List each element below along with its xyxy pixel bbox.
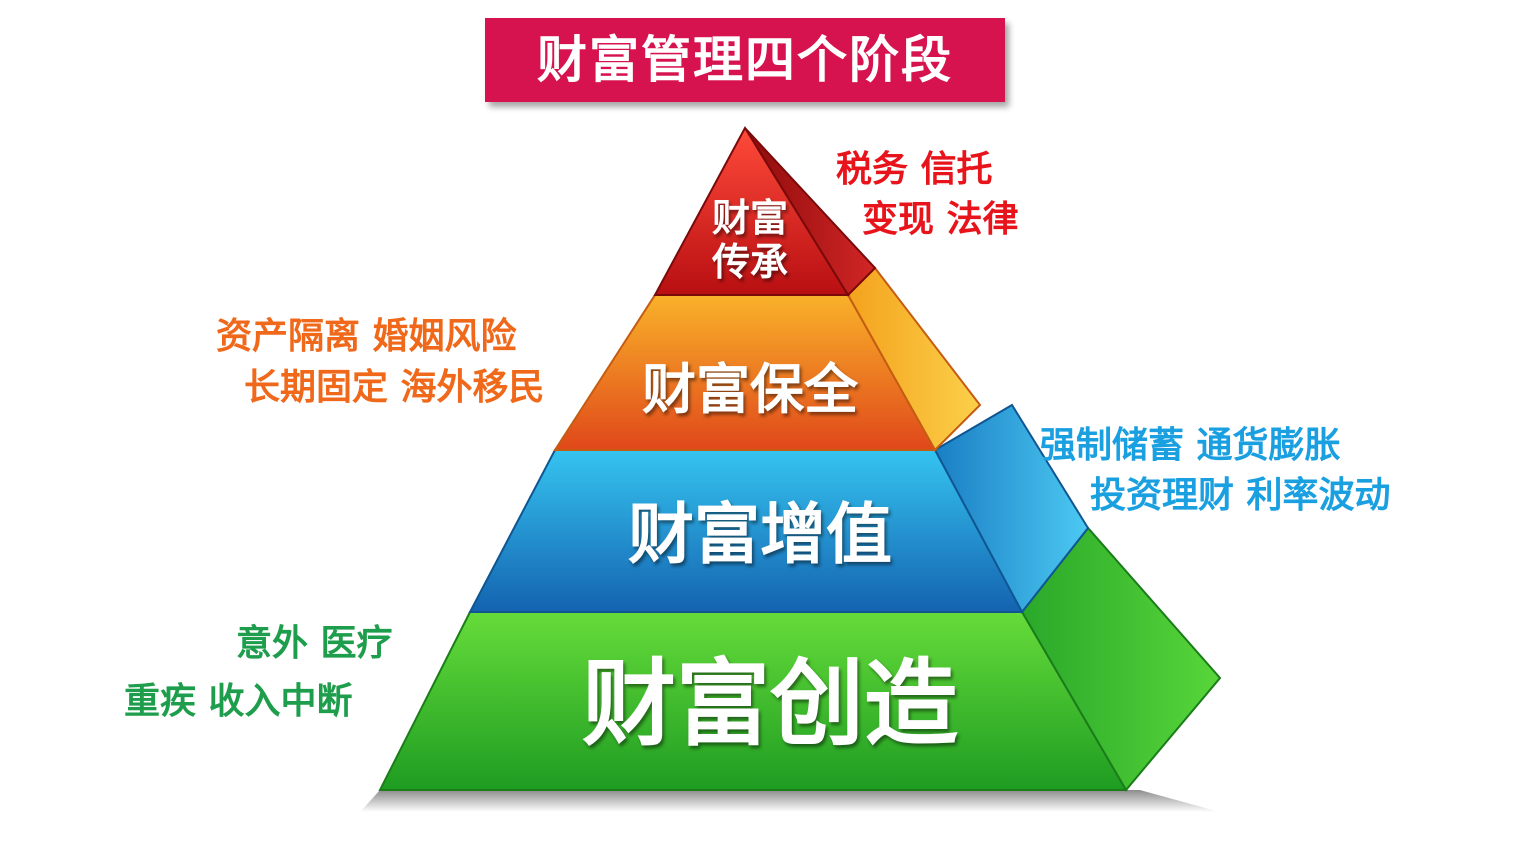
pyramid-shadow: [360, 790, 1220, 812]
annotation-second-line2: 投资理财 利率波动: [1090, 475, 1391, 516]
annotation-third-line1: 资产隔离 婚姻风险: [216, 316, 517, 357]
annotation-base-line2: 重疾 收入中断: [124, 681, 353, 722]
level-top-label: 财富 传承: [680, 196, 820, 284]
level-second-label: 财富增值: [628, 496, 892, 573]
level-top-front: [653, 126, 850, 296]
level-base-label: 财富创造: [581, 650, 958, 759]
level-top-label-line2: 传承: [711, 240, 788, 284]
page-title: 财富管理四个阶段: [485, 18, 1005, 102]
annotation-second-line1: 强制储蓄 通货膨胀: [1040, 425, 1341, 466]
annotation-third-line2: 长期固定 海外移民: [244, 367, 545, 408]
level-top-label-line1: 财富: [711, 196, 788, 240]
level-third-label: 财富保全: [642, 358, 858, 421]
annotation-top-line2: 变现 法律: [862, 199, 1019, 240]
annotation-top-line1: 税务 信托: [836, 149, 993, 190]
annotation-base-line1: 意外 医疗: [236, 623, 393, 664]
